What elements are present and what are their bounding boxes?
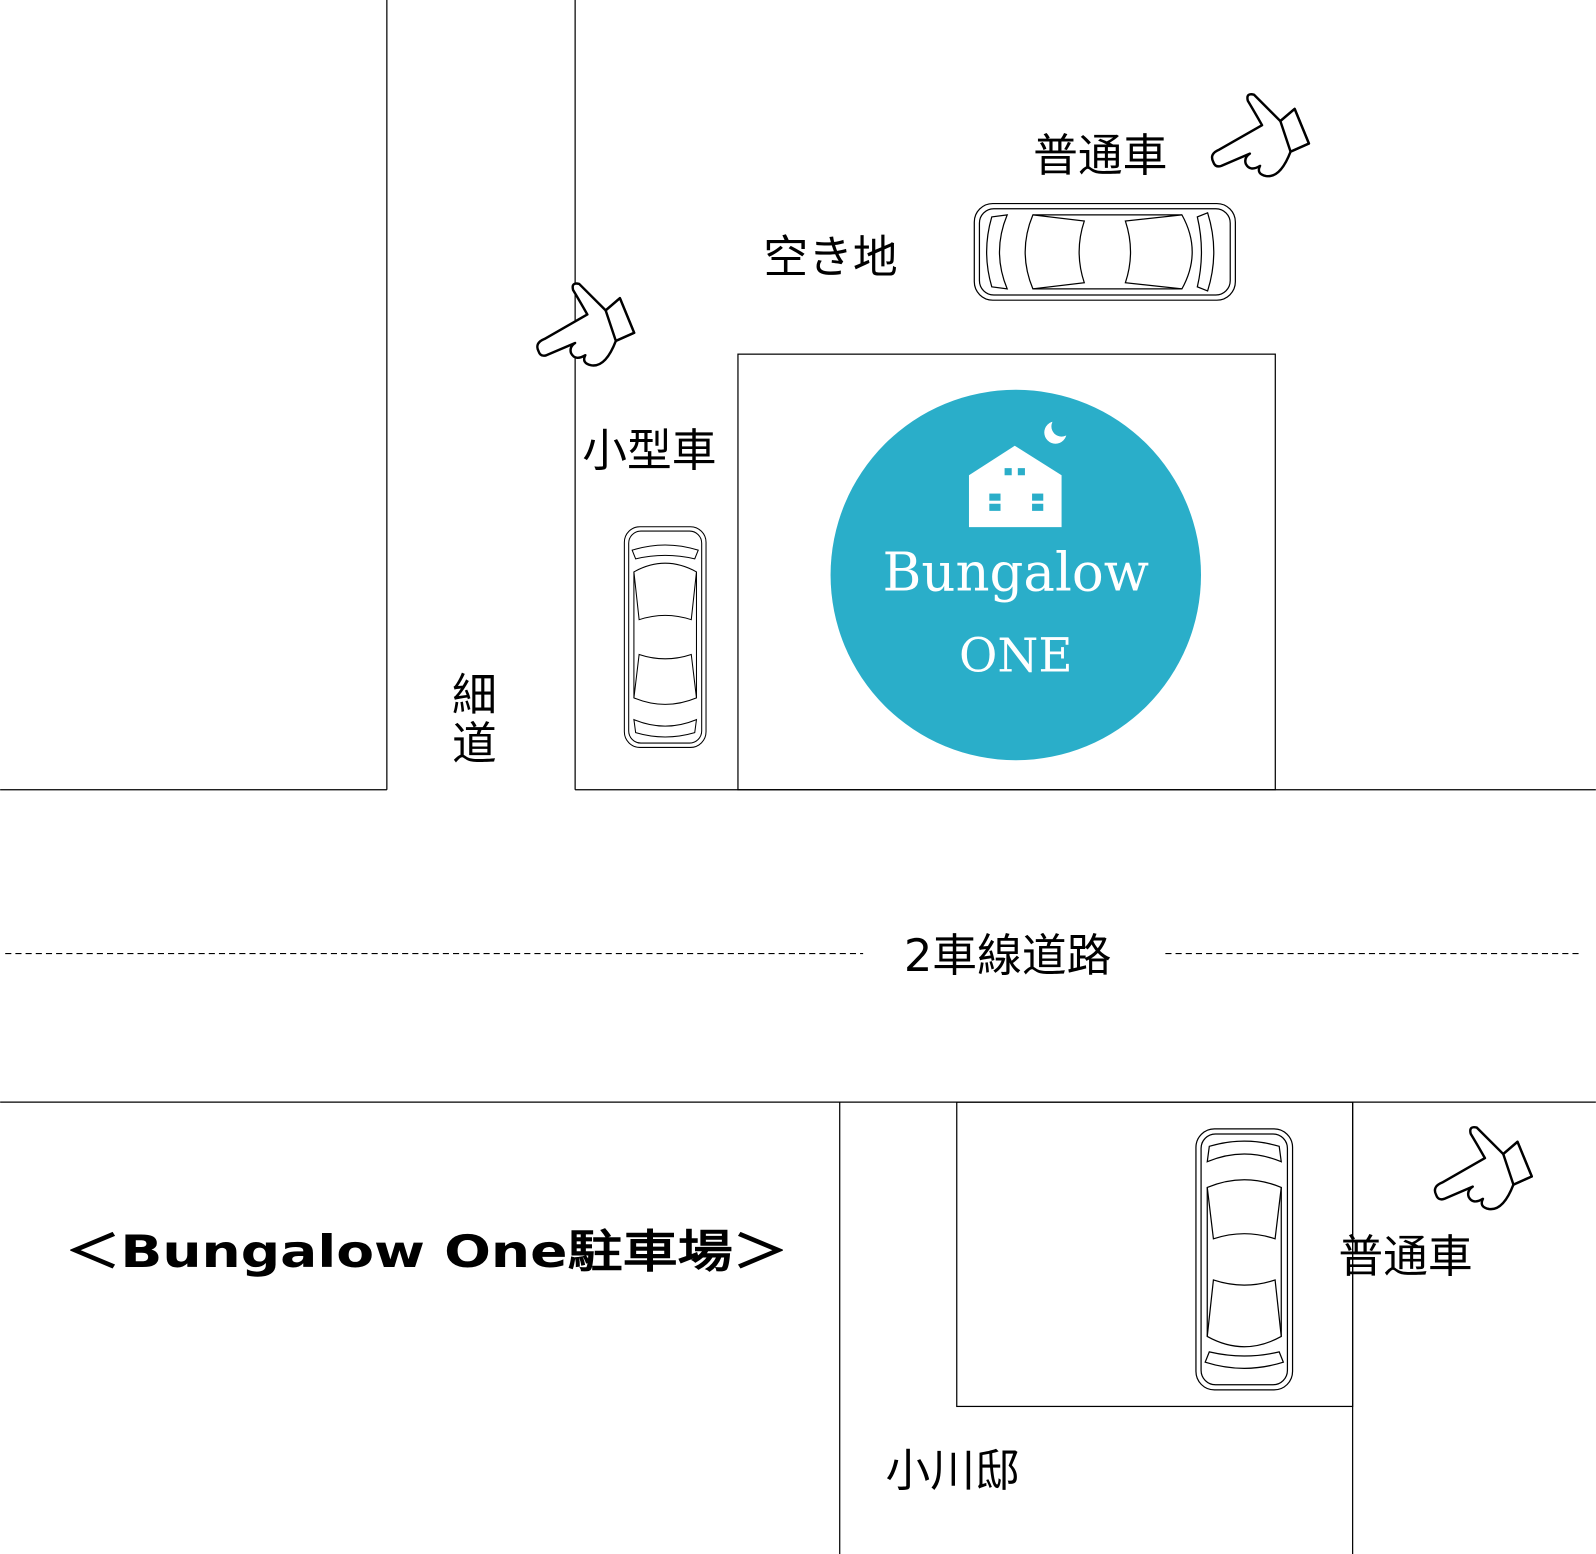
label-two-lane-road: 2車線道路 — [904, 929, 1112, 982]
label-compact-car: 小型車 — [582, 424, 716, 477]
pointing-hand-icon-bottom-right — [1433, 1125, 1533, 1211]
logo-text-one: ONE — [959, 630, 1072, 684]
bungalow-one-logo: Bungalow ONE — [830, 389, 1202, 761]
label-regular-car-top: 普通車 — [1033, 129, 1167, 182]
compact-car — [623, 526, 707, 748]
house-icon — [968, 445, 1062, 528]
label-narrow-road-1: 細 — [452, 668, 497, 721]
map-title: ＜Bungalow One駐車場＞ — [65, 1225, 788, 1278]
label-vacant-lot: 空き地 — [763, 231, 897, 284]
regular-car-top — [973, 202, 1236, 301]
regular-car-bottom — [1195, 1128, 1294, 1391]
logo-text-bungalow: Bungalow — [883, 542, 1149, 603]
label-narrow-road-2: 道 — [452, 717, 497, 770]
label-regular-car-bottom: 普通車 — [1338, 1230, 1472, 1283]
label-ogawa-residence: 小川邸 — [886, 1444, 1020, 1497]
moon-icon — [1044, 416, 1072, 444]
pointing-hand-icon-left — [536, 282, 636, 367]
pointing-hand-icon-top-right — [1210, 92, 1311, 178]
